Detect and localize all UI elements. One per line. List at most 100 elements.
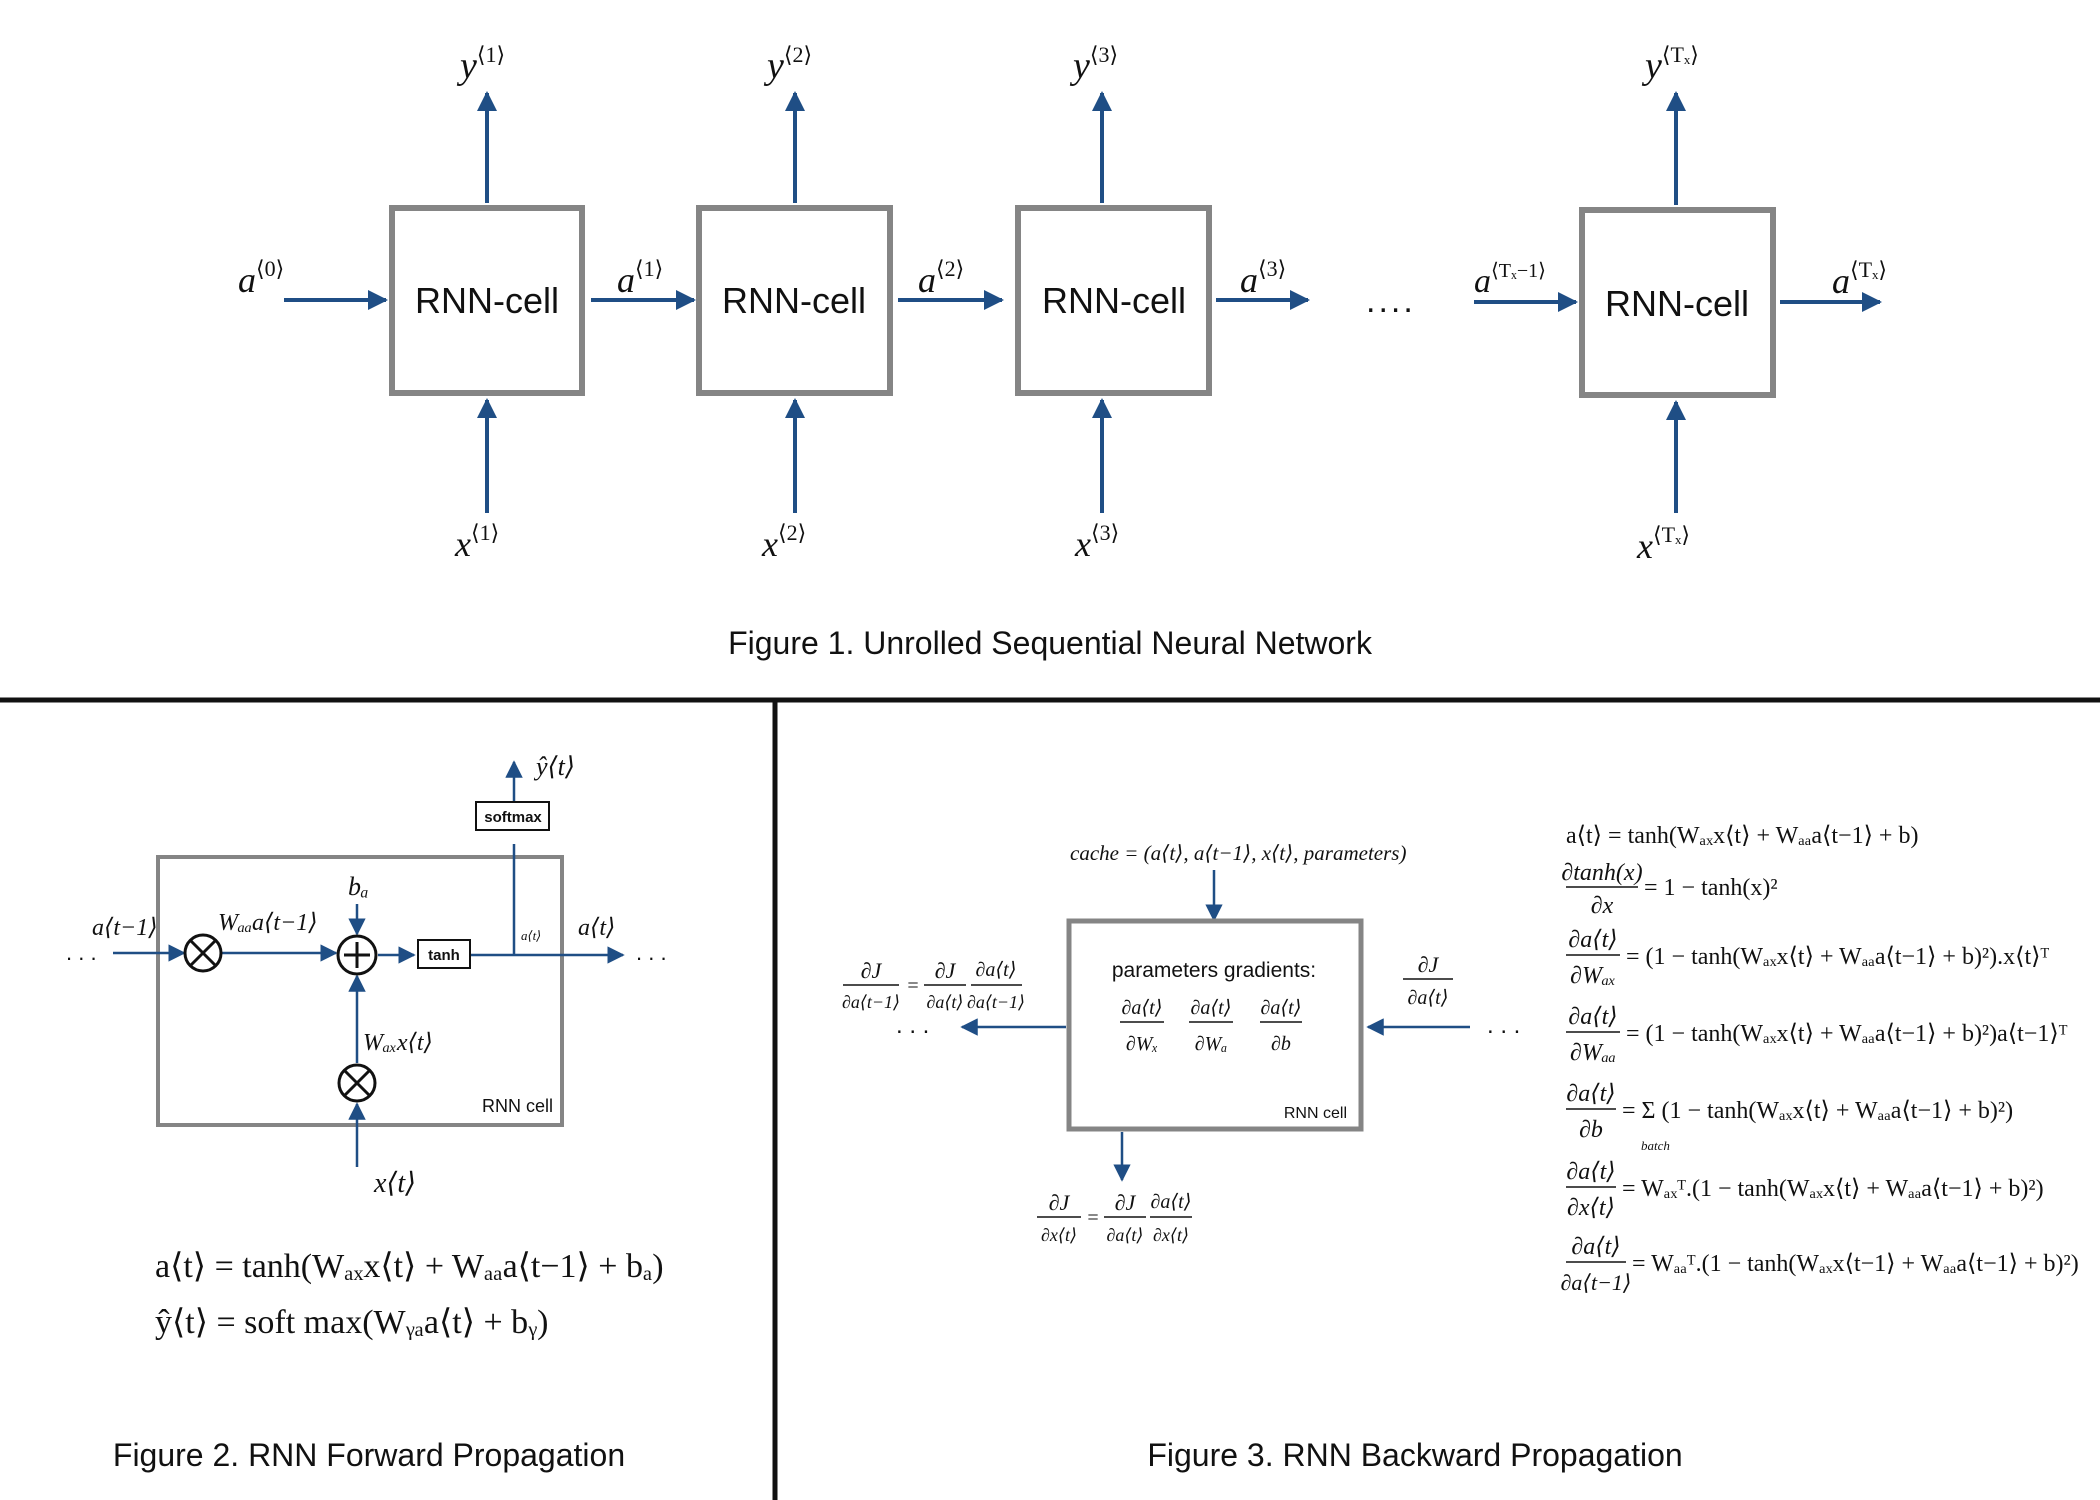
- output-label-y1: y⟨1⟩: [456, 42, 505, 87]
- svg-text:∂b: ∂b: [1579, 1117, 1603, 1143]
- forward-equation-2: ŷ⟨t⟩ = soft max(Wᵧₐa⟨t⟩ + bᵧ): [155, 1304, 549, 1341]
- svg-text:∂a⟨t⟩: ∂a⟨t⟩: [1260, 997, 1301, 1019]
- figure-1: RNN-cell RNN-cell RNN-cell RNN-cell: [238, 42, 1887, 661]
- activation-label-a2: a⟨2⟩: [918, 256, 964, 300]
- activation-label-atx: a⟨Tₓ⟩: [1832, 257, 1887, 301]
- waa-term-label: Wₐₐa⟨t−1⟩: [218, 910, 318, 936]
- svg-text:∂J: ∂J: [1049, 1190, 1071, 1215]
- rnn-cell-box: [1579, 207, 1776, 398]
- svg-text:∂x⟨t⟩: ∂x⟨t⟩: [1153, 1225, 1189, 1245]
- svg-text:∂a⟨t⟩: ∂a⟨t⟩: [1107, 1225, 1144, 1245]
- svg-text:=: =: [907, 975, 918, 997]
- figure-1-caption: Figure 1. Unrolled Sequential Neural Net…: [728, 625, 1373, 661]
- equation-0: a⟨t⟩ = tanh(Wₐₓx⟨t⟩ + Wₐₐa⟨t−1⟩ + b): [1566, 823, 1918, 849]
- rnn-cell-label: RNN cell: [482, 1096, 553, 1116]
- svg-text:∂a⟨t⟩: ∂a⟨t⟩: [927, 992, 964, 1012]
- left-dots: . . .: [896, 1012, 929, 1039]
- fig1-cell-1: RNN-cell: [389, 205, 585, 396]
- ba-label: bₐ: [348, 872, 369, 901]
- softmax-box: [475, 801, 550, 831]
- output-label-ytx: y⟨Tₓ⟩: [1641, 42, 1699, 87]
- tanh-label: tanh: [428, 947, 460, 964]
- figure-2-caption: Figure 2. RNN Forward Propagation: [113, 1437, 625, 1473]
- dj-dx-output: ∂J ∂x⟨t⟩ = ∂J ∂a⟨t⟩ ∂a⟨t⟩ ∂x⟨t⟩: [1037, 1190, 1192, 1245]
- rnn-cell-box: [696, 205, 893, 396]
- equation-1: ∂tanh(x) ∂x = 1 − tanh(x)²: [1561, 860, 1777, 919]
- left-dots: . . .: [66, 940, 97, 965]
- svg-text:= Wₐₐᵀ.(1 − tanh(Wₐₓx⟨t−1⟩ + W: = Wₐₐᵀ.(1 − tanh(Wₐₓx⟨t−1⟩ + Wₐₐa⟨t−1⟩ +…: [1632, 1251, 2079, 1277]
- equation-5: ∂a⟨t⟩ ∂x⟨t⟩ = Wₐₓᵀ.(1 − tanh(Wₐₓx⟨t⟩ + W…: [1566, 1159, 2044, 1221]
- backprop-cell-box: [1066, 918, 1364, 1132]
- fig1-cell-3: RNN-cell: [1015, 205, 1212, 396]
- svg-text:∂x: ∂x: [1591, 893, 1614, 919]
- svg-text:∂a⟨t⟩: ∂a⟨t⟩: [1568, 1004, 1617, 1030]
- rnn-cell-box: [389, 205, 585, 396]
- svg-text:∂J: ∂J: [1418, 952, 1440, 977]
- dj-da-prev-output: ∂J ∂a⟨t−1⟩ = ∂J ∂a⟨t⟩ ∂a⟨t⟩ ∂a⟨t−1⟩: [842, 958, 1025, 1012]
- equation-3: ∂a⟨t⟩ ∂Wₐₐ = (1 − tanh(Wₐₓx⟨t⟩ + Wₐₐa⟨t−…: [1566, 1004, 2068, 1066]
- input-label-x1: x⟨1⟩: [454, 520, 499, 564]
- svg-text:∂a⟨t⟩: ∂a⟨t⟩: [1407, 987, 1448, 1009]
- activation-label-a3: a⟨3⟩: [1240, 256, 1286, 300]
- svg-text:= 1 − tanh(x)²: = 1 − tanh(x)²: [1644, 875, 1778, 901]
- svg-text:∂Wₐₐ: ∂Wₐₐ: [1570, 1040, 1616, 1066]
- input-label-xtx: x⟨Tₓ⟩: [1636, 522, 1690, 566]
- svg-text:∂J: ∂J: [861, 958, 883, 983]
- gradient-dwx: ∂a⟨t⟩ ∂Wₓ: [1120, 997, 1164, 1055]
- tanh-box: [417, 939, 471, 969]
- equation-6: ∂a⟨t⟩ ∂a⟨t−1⟩ = Wₐₐᵀ.(1 − tanh(Wₐₓx⟨t−1⟩…: [1561, 1234, 2079, 1295]
- add-operator: [336, 934, 378, 976]
- output-label-y3: y⟨3⟩: [1069, 42, 1118, 87]
- fig1-cell-2: RNN-cell: [696, 205, 893, 396]
- svg-text:∂a⟨t−1⟩: ∂a⟨t−1⟩: [842, 992, 900, 1012]
- svg-text:∂x⟨t⟩: ∂x⟨t⟩: [1567, 1195, 1615, 1221]
- figure-3-caption: Figure 3. RNN Backward Propagation: [1147, 1437, 1682, 1473]
- rnn-cell-box: [156, 855, 564, 1127]
- cache-label: cache = (a⟨t⟩, a⟨t−1⟩, x⟨t⟩, parameters): [1070, 841, 1406, 865]
- svg-text:∂x⟨t⟩: ∂x⟨t⟩: [1041, 1225, 1077, 1245]
- activation-label-a0: a⟨0⟩: [238, 256, 284, 300]
- svg-text:∂a⟨t⟩: ∂a⟨t⟩: [1190, 997, 1231, 1019]
- parameters-gradients-title: parameters gradients:: [1112, 959, 1316, 982]
- right-dots: . . .: [1487, 1012, 1520, 1039]
- figure-2: RNN cell t: [66, 752, 667, 1473]
- output-label-y2: y⟨2⟩: [763, 42, 812, 87]
- svg-text:∂tanh(x): ∂tanh(x): [1561, 860, 1642, 886]
- svg-text:∂a⟨t⟩: ∂a⟨t⟩: [1571, 1234, 1620, 1260]
- fig1-input-labels: x⟨1⟩ x⟨2⟩ x⟨3⟩ x⟨Tₓ⟩: [454, 520, 1690, 566]
- svg-text:∂a⟨t⟩: ∂a⟨t⟩: [1566, 1159, 1615, 1185]
- rnn-cell-label: RNN-cell: [1042, 280, 1186, 321]
- svg-text:∂b: ∂b: [1271, 1033, 1291, 1055]
- svg-text:∂a⟨t⟩: ∂a⟨t⟩: [1150, 1191, 1191, 1213]
- fig1-cell-4: RNN-cell: [1579, 207, 1776, 398]
- right-dots: . . .: [636, 940, 667, 965]
- svg-text:∂a⟨t⟩: ∂a⟨t⟩: [1121, 997, 1162, 1019]
- gradient-dwa: ∂a⟨t⟩ ∂Wₐ: [1189, 997, 1233, 1055]
- fig1-horizontal-arrows: [284, 290, 1882, 312]
- svg-text:∂Wₓ: ∂Wₓ: [1126, 1033, 1158, 1055]
- y-hat-label: ŷ⟨t⟩: [533, 752, 575, 781]
- svg-text:∂Wₐ: ∂Wₐ: [1195, 1033, 1228, 1055]
- svg-text:∂J: ∂J: [1115, 1190, 1137, 1215]
- forward-equation-1: a⟨t⟩ = tanh(Wₐₓx⟨t⟩ + Wₐₐa⟨t−1⟩ + bₐ): [155, 1248, 664, 1285]
- multiply-operator-top: [183, 933, 223, 973]
- fig1-ellipsis: ....: [1366, 282, 1416, 320]
- activation-label-atx-1: a⟨Tₓ−1⟩: [1474, 260, 1546, 300]
- svg-text:∂a⟨t⟩: ∂a⟨t⟩: [1566, 1081, 1615, 1107]
- softmax-label: softmax: [484, 809, 542, 826]
- rnn-cell-label: RNN-cell: [1605, 283, 1749, 324]
- figure-3: cache = (a⟨t⟩, a⟨t−1⟩, x⟨t⟩, parameters)…: [842, 823, 2079, 1473]
- activation-label-a1: a⟨1⟩: [617, 256, 663, 300]
- equation-2: ∂a⟨t⟩ ∂Wₐₓ = (1 − tanh(Wₐₓx⟨t⟩ + Wₐₐa⟨t−…: [1566, 927, 2050, 989]
- svg-text:= (1 − tanh(Wₐₓx⟨t⟩ + Wₐₐa⟨t−1: = (1 − tanh(Wₐₓx⟨t⟩ + Wₐₐa⟨t−1⟩ + b)²)a⟨…: [1626, 1021, 2068, 1047]
- svg-text:∂a⟨t−1⟩: ∂a⟨t−1⟩: [1561, 1270, 1632, 1295]
- gradient-db: ∂a⟨t⟩ ∂b: [1260, 997, 1302, 1055]
- input-label-x2: x⟨2⟩: [761, 520, 806, 564]
- svg-text:∂Wₐₓ: ∂Wₐₓ: [1570, 963, 1616, 989]
- fig1-vertical-arrows: [477, 91, 1686, 513]
- fig1-output-labels: y⟨1⟩ y⟨2⟩ y⟨3⟩ y⟨Tₓ⟩: [456, 42, 1699, 87]
- svg-text:= Σ (1 − tanh(Wₐₓx⟨t⟩ + Wₐₐa⟨t: = Σ (1 − tanh(Wₐₓx⟨t⟩ + Wₐₐa⟨t−1⟩ + b)²): [1622, 1098, 2013, 1124]
- sum-subscript: batch: [1641, 1138, 1670, 1153]
- equation-4: ∂a⟨t⟩ ∂b = Σ (1 − tanh(Wₐₓx⟨t⟩ + Wₐₐa⟨t−…: [1566, 1081, 2013, 1153]
